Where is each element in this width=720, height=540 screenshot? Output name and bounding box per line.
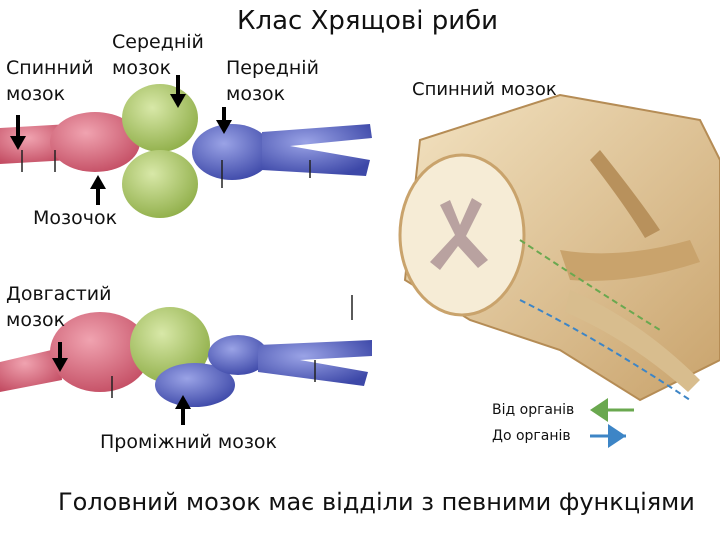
olfactory-tracts-top [262, 124, 372, 176]
midbrain-upper-lobe [122, 84, 198, 152]
footer-bar [0, 478, 720, 540]
label-spinal-cord-right: Спинний мозок [412, 79, 557, 100]
label-midbrain-line2: мозок [112, 57, 172, 79]
hindbrain-side [50, 312, 150, 392]
brain-side-view [0, 295, 372, 407]
diencephalon-side [155, 363, 235, 407]
label-midbrain-line1: Середній [112, 31, 204, 53]
label-forebrain-line2: мозок [226, 83, 286, 105]
brain-top-view [0, 84, 372, 218]
pointer-arrows [10, 75, 232, 425]
label-spinal-cord-left-line2: мозок [6, 83, 66, 105]
label-spinal-cord-left-line1: Спинний [6, 57, 94, 79]
spinal-cord-section [398, 93, 720, 402]
footer-caption: Головний мозок має відділи з певними фун… [58, 488, 695, 516]
forebrain-top [192, 124, 272, 180]
gray-matter [430, 198, 488, 270]
label-diencephalon: Проміжний мозок [100, 431, 278, 453]
label-medulla-line2: мозок [6, 309, 66, 331]
label-cerebellum: Мозочок [33, 207, 118, 229]
midbrain-lower-lobe [122, 150, 198, 218]
label-medulla-line1: Довгастий [6, 283, 112, 305]
hindbrain-top [50, 112, 140, 172]
legend-to-organs: До органів [492, 428, 571, 444]
label-forebrain-line1: Передній [226, 57, 319, 79]
forebrain-side [208, 335, 268, 375]
page-title: Клас Хрящові риби [237, 6, 499, 36]
legend-from-organs: Від органів [492, 402, 575, 418]
spinal-cord-side [0, 348, 62, 392]
